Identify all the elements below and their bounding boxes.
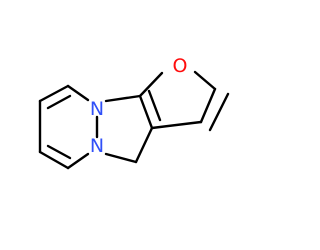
bond-fused-c-c-double bbox=[147, 89, 162, 122]
bond-ring6-bottom-left-double bbox=[46, 144, 72, 160]
bond-o-c bbox=[193, 70, 217, 91]
bond-ring6-bottom-right bbox=[66, 152, 90, 170]
nitrogen-atom-label-bottom: N bbox=[90, 135, 104, 157]
bond-furan-bottom bbox=[150, 120, 203, 130]
bond-c-o bbox=[138, 71, 164, 98]
bond-n-c-top bbox=[104, 94, 142, 103]
molecule-structure-diagram: O N N bbox=[38, 55, 230, 170]
bond-ring6-top-right bbox=[66, 84, 90, 102]
oxygen-atom-label: O bbox=[173, 55, 188, 77]
bond-furan-right-double bbox=[208, 92, 230, 132]
bond-n-ch2 bbox=[104, 152, 138, 164]
bond-ring6-bottom-left bbox=[38, 150, 70, 170]
bond-ch2-c bbox=[134, 126, 154, 164]
bond-ring6-top-left bbox=[38, 84, 70, 103]
bond-fused-c-c bbox=[138, 94, 154, 130]
nitrogen-atom-label-top: N bbox=[90, 98, 104, 120]
bond-furan-right bbox=[199, 87, 217, 124]
bond-ring6-top-left-double bbox=[46, 94, 72, 110]
